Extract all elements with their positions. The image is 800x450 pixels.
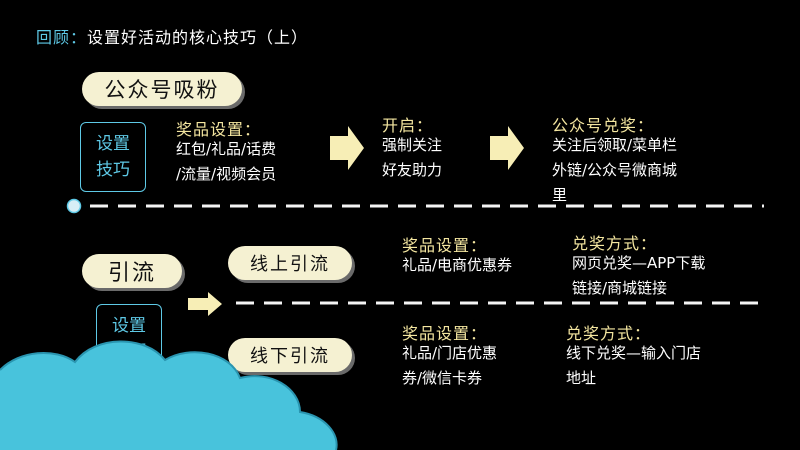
arrow-right-icon xyxy=(188,292,222,316)
tips-line-1: 设置 xyxy=(96,134,130,154)
online-redeem-text: 网页兑奖—APP下载 链接/商城链接 xyxy=(572,251,705,301)
offline-prize-text: 礼品/门店优惠 券/微信卡券 xyxy=(402,341,497,391)
online-redeem-header: 兑奖方式： xyxy=(572,234,658,253)
text-line: 地址 xyxy=(566,369,597,387)
text-line: 强制关注 xyxy=(382,136,443,154)
section-divider xyxy=(66,198,764,214)
title-prefix: 回顾： xyxy=(36,28,88,47)
section1-redeem-text: 关注后领取/菜单栏 外链/公众号微商城 里 xyxy=(552,133,677,208)
offline-redeem-header: 兑奖方式： xyxy=(566,324,652,343)
text-line: /流量/视频会员 xyxy=(176,165,277,183)
section1-prize-header: 奖品设置： xyxy=(176,120,262,139)
online-pill: 线上引流 xyxy=(228,246,352,280)
text-line: 好友助力 xyxy=(382,161,443,179)
section1-open-header: 开启： xyxy=(382,116,434,135)
text-line: 礼品/门店优惠 xyxy=(402,344,498,362)
section2-pill: 引流 xyxy=(82,254,182,288)
text-line: 红包/礼品/话费 xyxy=(176,140,277,158)
text-line: 礼品/电商优惠券 xyxy=(402,256,513,274)
offline-pill: 线下引流 xyxy=(228,338,352,372)
text-line: 网页兑奖—APP下载 xyxy=(572,254,706,272)
section1-tips-box: 设置技巧 xyxy=(80,122,146,192)
online-prize-text: 礼品/电商优惠券 xyxy=(402,253,512,278)
cloud-decoration xyxy=(0,340,338,450)
page-title: 回顾：设置好活动的核心技巧（上） xyxy=(36,24,308,48)
text-line: 券/微信卡券 xyxy=(402,369,483,387)
section1-prize-text: 红包/礼品/话费 /流量/视频会员 xyxy=(176,137,276,187)
section1-pill: 公众号吸粉 xyxy=(82,72,242,106)
text-line: 关注后领取/菜单栏 xyxy=(552,136,678,154)
text-line: 链接/商城链接 xyxy=(572,279,668,297)
section1-open-text: 强制关注 好友助力 xyxy=(382,133,442,183)
offline-redeem-text: 线下兑奖—输入门店 地址 xyxy=(566,341,701,391)
title-text: 设置好活动的核心技巧（上） xyxy=(87,28,309,47)
section1-redeem-header: 公众号兑奖： xyxy=(552,116,655,135)
text-line: 里 xyxy=(552,186,568,204)
section-divider xyxy=(236,301,766,305)
offline-prize-header: 奖品设置： xyxy=(402,324,488,343)
tips-line-1: 设置 xyxy=(112,316,146,336)
text-line: 外链/公众号微商城 xyxy=(552,161,678,179)
tips-line-2: 技巧 xyxy=(96,160,130,180)
online-prize-header: 奖品设置： xyxy=(402,236,488,255)
text-line: 线下兑奖—输入门店 xyxy=(566,344,702,362)
arrow-right-icon xyxy=(330,126,364,170)
arrow-right-icon xyxy=(490,126,524,170)
